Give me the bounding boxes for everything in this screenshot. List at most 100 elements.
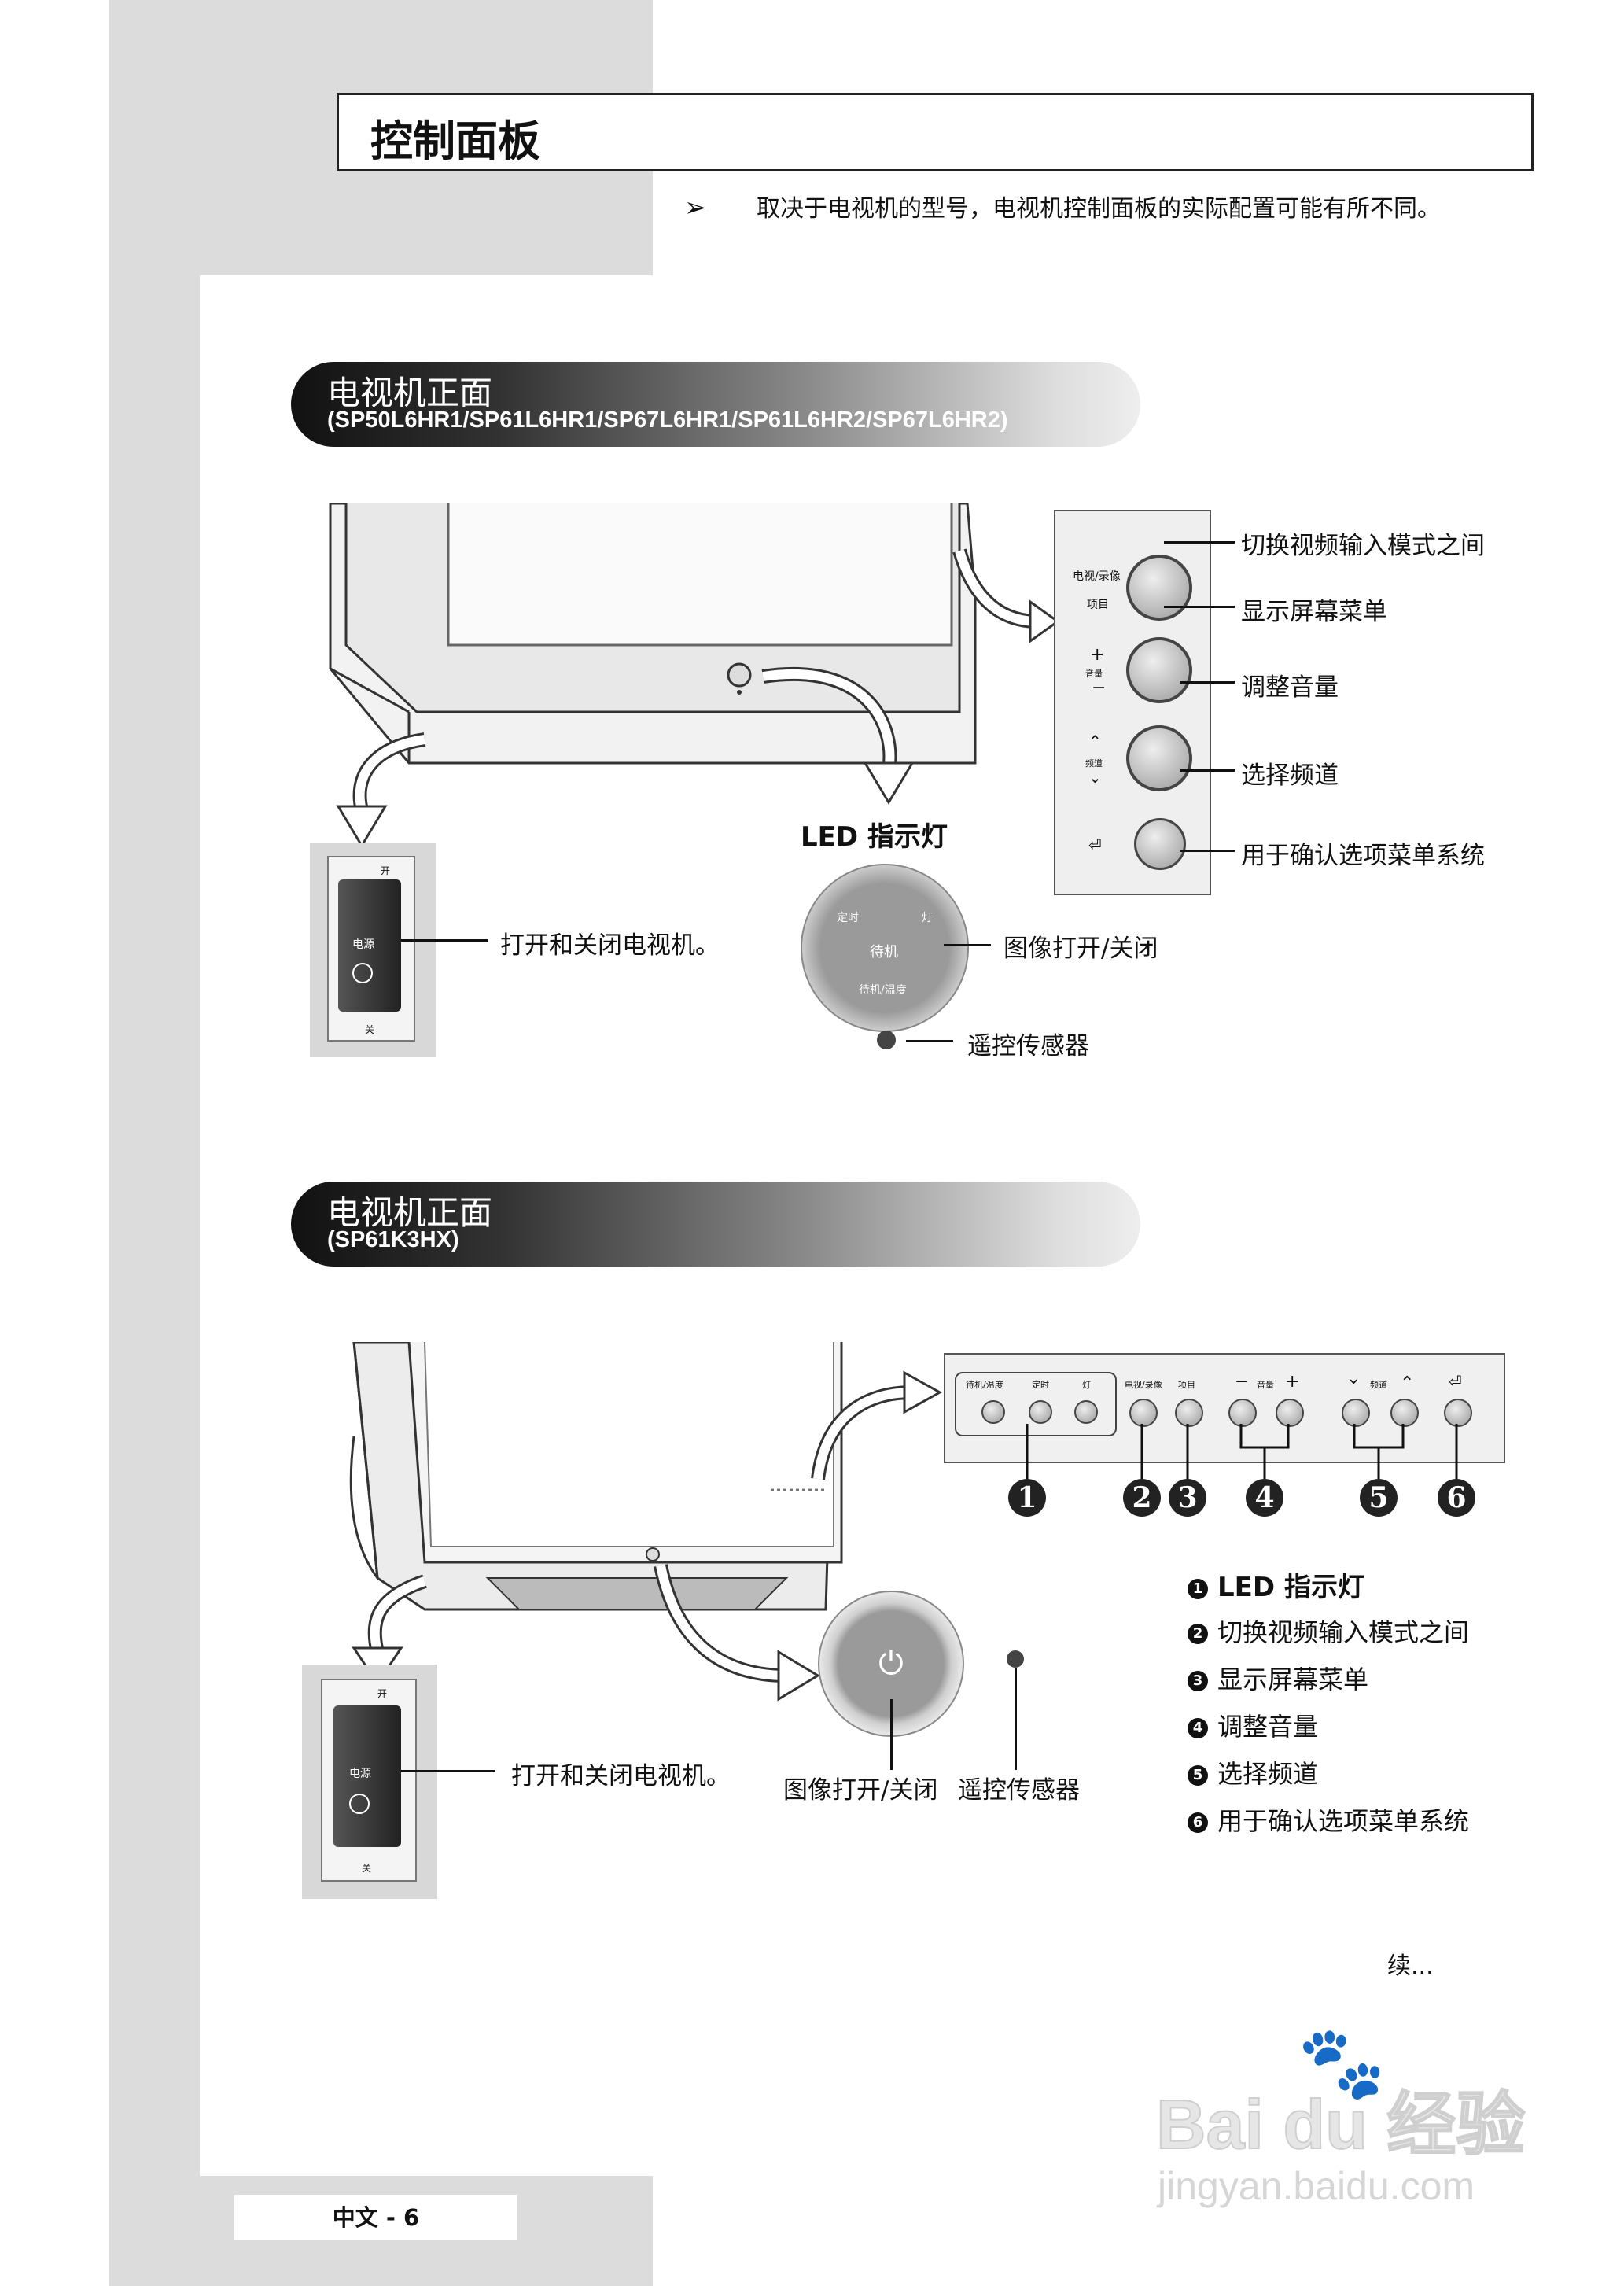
legend-bullet-4: 4 [1188,1718,1208,1738]
switch-on-label-2: 开 [377,1688,388,1699]
callout-line-menu [1164,606,1235,608]
remote-sensor-dot-1 [877,1031,896,1049]
callout-line-enter [1180,850,1235,852]
volume-button[interactable] [1126,637,1192,703]
remote-sensor-dot-2 [1007,1650,1024,1668]
panel-menu-label: 项目 [1087,599,1109,611]
section2-heading-pill: 电视机正面 (SP61K3HX) [291,1182,1140,1267]
picture-callout-1: 图像打开/关闭 [1003,935,1158,963]
switch-callout-1: 打开和关闭电视机。 [500,931,720,960]
panel-enter-icon: ⏎ [1088,835,1102,854]
note-arrow-icon: ➢ [684,192,707,223]
strip-vol-down-button[interactable] [1228,1399,1257,1427]
number-callout-lines [1026,1424,1458,1479]
strip-ch-up-button[interactable] [1390,1399,1419,1427]
remote-sensor-callout-1: 遥控传感器 [967,1032,1089,1060]
enter-button[interactable] [1134,818,1186,870]
led-standby-label: 待机 [870,944,898,960]
section2-models: (SP61K3HX) [327,1227,459,1252]
picture-callout-line-1 [944,944,991,946]
led-title-1: LED 指示灯 [801,821,948,853]
strip-ch-up-icon: ⌃ [1400,1373,1415,1393]
strip-volume-label: 音量 [1257,1380,1274,1390]
power-rocker-switch-1[interactable] [338,879,401,1012]
strip-menu-button[interactable] [1175,1399,1203,1427]
switch-callout-line-1 [401,939,488,942]
legend-text-1: LED 指示灯 [1217,1572,1364,1603]
continued-text: 续... [1387,1952,1434,1980]
arrow-to-panel-1 [952,548,1060,643]
legend-text-6: 用于确认选项菜单系统 [1217,1806,1470,1836]
led-standby-indicator [981,1400,1005,1424]
strip-menu-label: 项目 [1178,1380,1195,1390]
led-timer-label: 定时 [837,912,859,924]
callout-line-channel [1180,769,1235,772]
power-rocker-switch-2[interactable] [333,1705,401,1847]
legend-text-2: 切换视频输入模式之间 [1217,1617,1470,1647]
callout-menu: 显示屏幕菜单 [1241,598,1387,626]
tv-front-illustration-2 [349,1342,843,1611]
strip-vol-minus-icon: − [1235,1372,1250,1392]
panel-tv-av-label: 电视/录像 [1073,570,1121,583]
power-icon[interactable]: ⏻ [878,1646,904,1682]
model-note: ➢ 取决于电视机的型号，电视机控制面板的实际配置可能有所不同。 [684,189,1441,223]
callout-line-tv-av [1164,541,1235,544]
sensor-callout-line-1 [906,1040,953,1042]
legend-item-5: 5 选择频道 [1188,1754,1318,1790]
grey-band-left [109,0,200,2286]
legend-item-1: 1 LED 指示灯 [1188,1565,1364,1604]
page-title: 控制面板 [370,116,540,166]
strip-vol-up-button[interactable] [1276,1399,1304,1427]
section1-models: (SP50L6HR1/SP61L6HR1/SP67L6HR1/SP61L6HR2… [327,407,1008,433]
panel-vol-label: 音量 [1085,669,1103,679]
number-5-badge: 5 [1360,1479,1398,1517]
power-callout-2: 图像打开/关闭 [783,1776,938,1805]
panel-vol-minus-icon: − [1092,678,1107,698]
panel-ch-label: 频道 [1085,758,1103,769]
baidu-watermark-url: jingyan.baidu.com [1158,2164,1475,2208]
page-number: 中文 - 6 [234,2195,517,2240]
switch-off-label-2: 关 [362,1863,372,1874]
legend-text-3: 显示屏幕菜单 [1217,1665,1369,1694]
legend-bullet-6: 6 [1188,1812,1208,1833]
legend-bullet-1: 1 [1188,1578,1208,1599]
number-4-badge: 4 [1246,1479,1283,1517]
strip-timer-label: 定时 [1032,1380,1049,1390]
number-1-badge: 1 [1008,1479,1046,1517]
strip-standby-temp-label: 待机/温度 [966,1380,1003,1390]
note-text: 取决于电视机的型号，电视机控制面板的实际配置可能有所不同。 [757,195,1441,223]
arrow-to-strip-2 [811,1370,943,1480]
side-control-panel: 电视/录像 项目 + 音量 − ⌃ 频道 ⌄ ⏎ [1054,510,1211,895]
section1-heading: 电视机正面 [327,374,493,412]
arrow-to-led-1 [761,666,915,805]
strip-vol-plus-icon: + [1285,1372,1300,1392]
remote-sensor-callout-2: 遥控传感器 [958,1776,1080,1805]
led-standby-temp-label: 待机/温度 [859,984,907,997]
legend-item-3: 3 显示屏幕菜单 [1188,1660,1368,1696]
legend-bullet-3: 3 [1188,1671,1208,1691]
channel-button[interactable] [1126,725,1192,791]
baidu-watermark-paw-icon: 🐾 [1298,2022,1386,2104]
strip-ch-down-button[interactable] [1342,1399,1370,1427]
switch-power-label-2: 电源 [349,1768,371,1780]
legend-item-6: 6 用于确认选项菜单系统 [1188,1801,1469,1838]
section2-heading: 电视机正面 [327,1193,493,1232]
switch-callout-2: 打开和关闭电视机。 [511,1762,731,1790]
strip-tv-av-button[interactable] [1129,1399,1158,1427]
legend-text-5: 选择频道 [1217,1759,1319,1789]
switch-on-label-1: 开 [381,865,391,876]
led-group-box [955,1372,1117,1436]
strip-enter-button[interactable] [1444,1399,1472,1427]
sensor-callout-line-2 [1015,1668,1017,1770]
led-lamp-label: 灯 [922,912,933,924]
legend-bullet-5: 5 [1188,1765,1208,1786]
power-switch-box-2: 开 电源 关 [302,1665,437,1899]
callout-volume: 调整音量 [1241,673,1339,702]
panel-ch-down-icon: ⌄ [1088,768,1102,787]
tv-av-menu-button[interactable] [1126,555,1192,621]
legend-bullet-2: 2 [1188,1624,1208,1644]
callout-enter: 用于确认选项菜单系统 [1241,842,1485,870]
power-callout-line-2 [890,1699,893,1770]
number-2-badge: 2 [1123,1479,1161,1517]
